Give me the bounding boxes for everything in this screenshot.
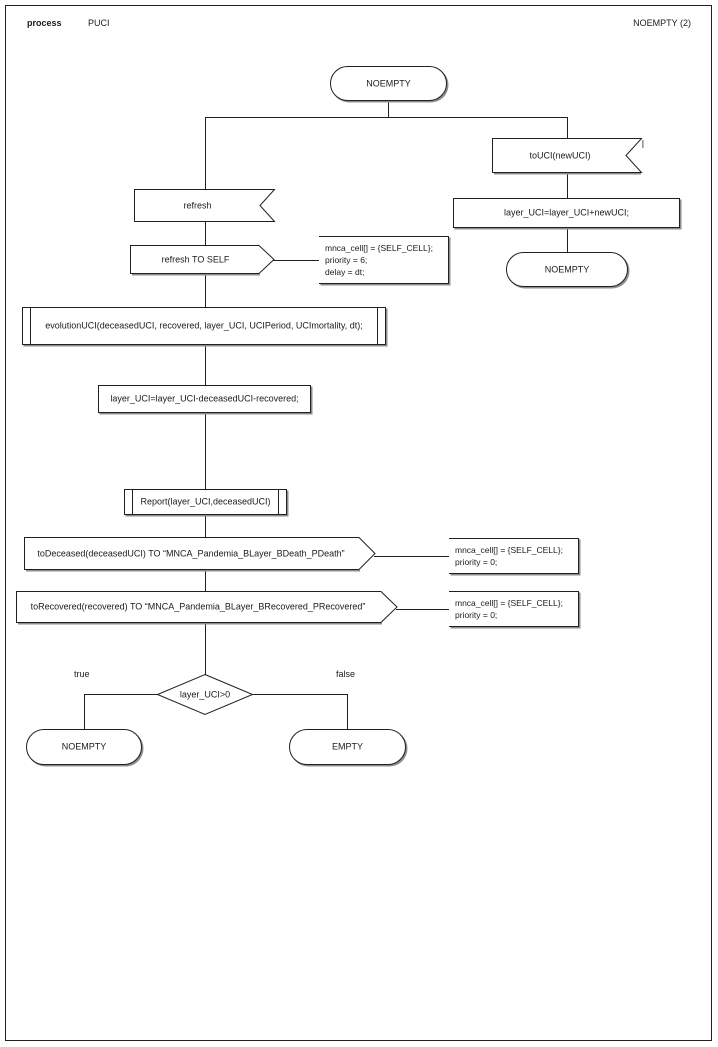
comment-recovered-text: mnca_cell[] = {SELF_CELL}; priority = 0; [455, 597, 563, 621]
comment-refresh-text: mnca_cell[] = {SELF_CELL}; priority = 6; d… [325, 242, 433, 278]
input-signal-touci[interactable]: toUCI(newUCI) [492, 138, 644, 175]
connector-touci-to-task [567, 172, 568, 199]
input-signal-refresh-shape [134, 189, 276, 222]
procedure-call-evolutionuci[interactable]: evolutionUCI(deceasedUCI, recovered, lay… [22, 307, 386, 345]
header-keyword: process [27, 18, 62, 28]
input-signal-touci-label: toUCI(newUCI) [529, 150, 591, 160]
comment-deceased-line-2: priority = 0; [455, 557, 498, 567]
state-noempty-end-label: NOEMPTY [61, 741, 107, 752]
connector-output-to-proc [205, 273, 206, 307]
state-noempty-right-label: NOEMPTY [544, 264, 590, 274]
comment-refresh-line-3: delay = dt; [325, 267, 365, 277]
comment-recovered-line-1: mnca_cell[] = {SELF_CELL}; [455, 598, 563, 608]
state-empty-end-label: EMPTY [331, 741, 363, 752]
comment-refresh-line-2: priority = 6; [325, 255, 368, 265]
output-signal-todeceased-label: toDeceased(deceasedUCI) TO “MNCA_Pandemi… [37, 548, 345, 558]
comment-refresh: mnca_cell[] = {SELF_CELL}; priority = 6; d… [319, 236, 449, 284]
task-add-newuci[interactable]: layer_UCI=layer_UCI+newUCI; [453, 198, 680, 228]
output-signal-torecovered-label: toRecovered(recovered) TO “MNCA_Pandemia… [30, 601, 366, 612]
connector-refresh-to-output [205, 221, 206, 246]
output-signal-todeceased[interactable]: toDeceased(deceasedUCI) TO “MNCA_Pandemi… [24, 537, 376, 572]
header-process-name: PUCI [88, 18, 110, 28]
comment-recovered-line-2: priority = 0; [455, 610, 498, 620]
page-border [5, 5, 712, 1041]
comment-leader-recovered [396, 609, 450, 610]
procedure-call-report[interactable]: Report(layer_UCI,deceasedUCI) [124, 489, 287, 515]
decision-layer-uci-gt-zero[interactable]: layer_UCI>0 [156, 673, 254, 716]
output-signal-shape [130, 245, 275, 276]
connector-start-down [388, 100, 389, 118]
output-signal-torecovered[interactable]: toRecovered(recovered) TO “MNCA_Pandemia… [16, 591, 398, 625]
state-noempty-start-label: NOEMPTY [366, 78, 411, 88]
connector-true-down [84, 694, 85, 729]
output-signal-refresh-self[interactable]: refresh TO SELF [130, 245, 275, 276]
connector-true-horizontal [84, 694, 159, 695]
decision-layer-uci-gt-zero-label: layer_UCI>0 [179, 689, 231, 699]
connector-false-down [347, 694, 348, 729]
connector-split-horizontal [205, 117, 568, 118]
procedure-call-report-label: Report(layer_UCI,deceasedUCI) [140, 496, 271, 507]
state-noempty-end[interactable]: NOEMPTY [26, 729, 142, 765]
connector-deceased-to-recovered [205, 570, 206, 591]
connector-task-to-state [567, 227, 568, 252]
output-signal-refresh-self-label: refresh TO SELF [161, 254, 230, 264]
comment-deceased: mnca_cell[] = {SELF_CELL}; priority = 0; [449, 538, 579, 574]
connector-proc-to-task [205, 345, 206, 385]
comment-deceased-line-1: mnca_cell[] = {SELF_CELL}; [455, 545, 563, 555]
connector-left-branch-down [205, 117, 206, 189]
output-signal-torecovered-shape [16, 591, 398, 625]
branch-label-false: false [336, 669, 356, 679]
connector-task-to-report [205, 413, 206, 489]
comment-leader-deceased [374, 556, 450, 557]
state-noempty-right[interactable]: NOEMPTY [506, 252, 628, 287]
comment-leader-refresh [272, 260, 320, 261]
task-add-newuci-label: layer_UCI=layer_UCI+newUCI; [503, 207, 630, 218]
connector-recovered-to-decision [205, 623, 206, 675]
task-subtract-label: layer_UCI=layer_UCI-deceasedUCI-recovere… [110, 393, 299, 404]
comment-recovered: mnca_cell[] = {SELF_CELL}; priority = 0; [449, 591, 579, 627]
comment-refresh-line-1: mnca_cell[] = {SELF_CELL}; [325, 243, 433, 253]
task-subtract[interactable]: layer_UCI=layer_UCI-deceasedUCI-recovere… [98, 385, 311, 413]
decision-shape [156, 673, 254, 716]
input-signal-shape [492, 138, 644, 175]
connector-report-to-deceased [205, 515, 206, 537]
state-noempty-start[interactable]: NOEMPTY [330, 66, 447, 101]
connector-right-branch-down [567, 117, 568, 139]
comment-deceased-text: mnca_cell[] = {SELF_CELL}; priority = 0; [455, 544, 563, 568]
output-signal-todeceased-shape [24, 537, 376, 572]
header-page-ref: NOEMPTY (2) [633, 18, 691, 28]
procedure-call-evolutionuci-label: evolutionUCI(deceasedUCI, recovered, lay… [45, 320, 363, 331]
input-signal-refresh-label: refresh [183, 200, 212, 210]
connector-false-horizontal [252, 694, 348, 695]
input-signal-refresh[interactable]: refresh [134, 189, 276, 222]
branch-label-true: true [74, 669, 90, 679]
state-empty-end[interactable]: EMPTY [289, 729, 406, 765]
